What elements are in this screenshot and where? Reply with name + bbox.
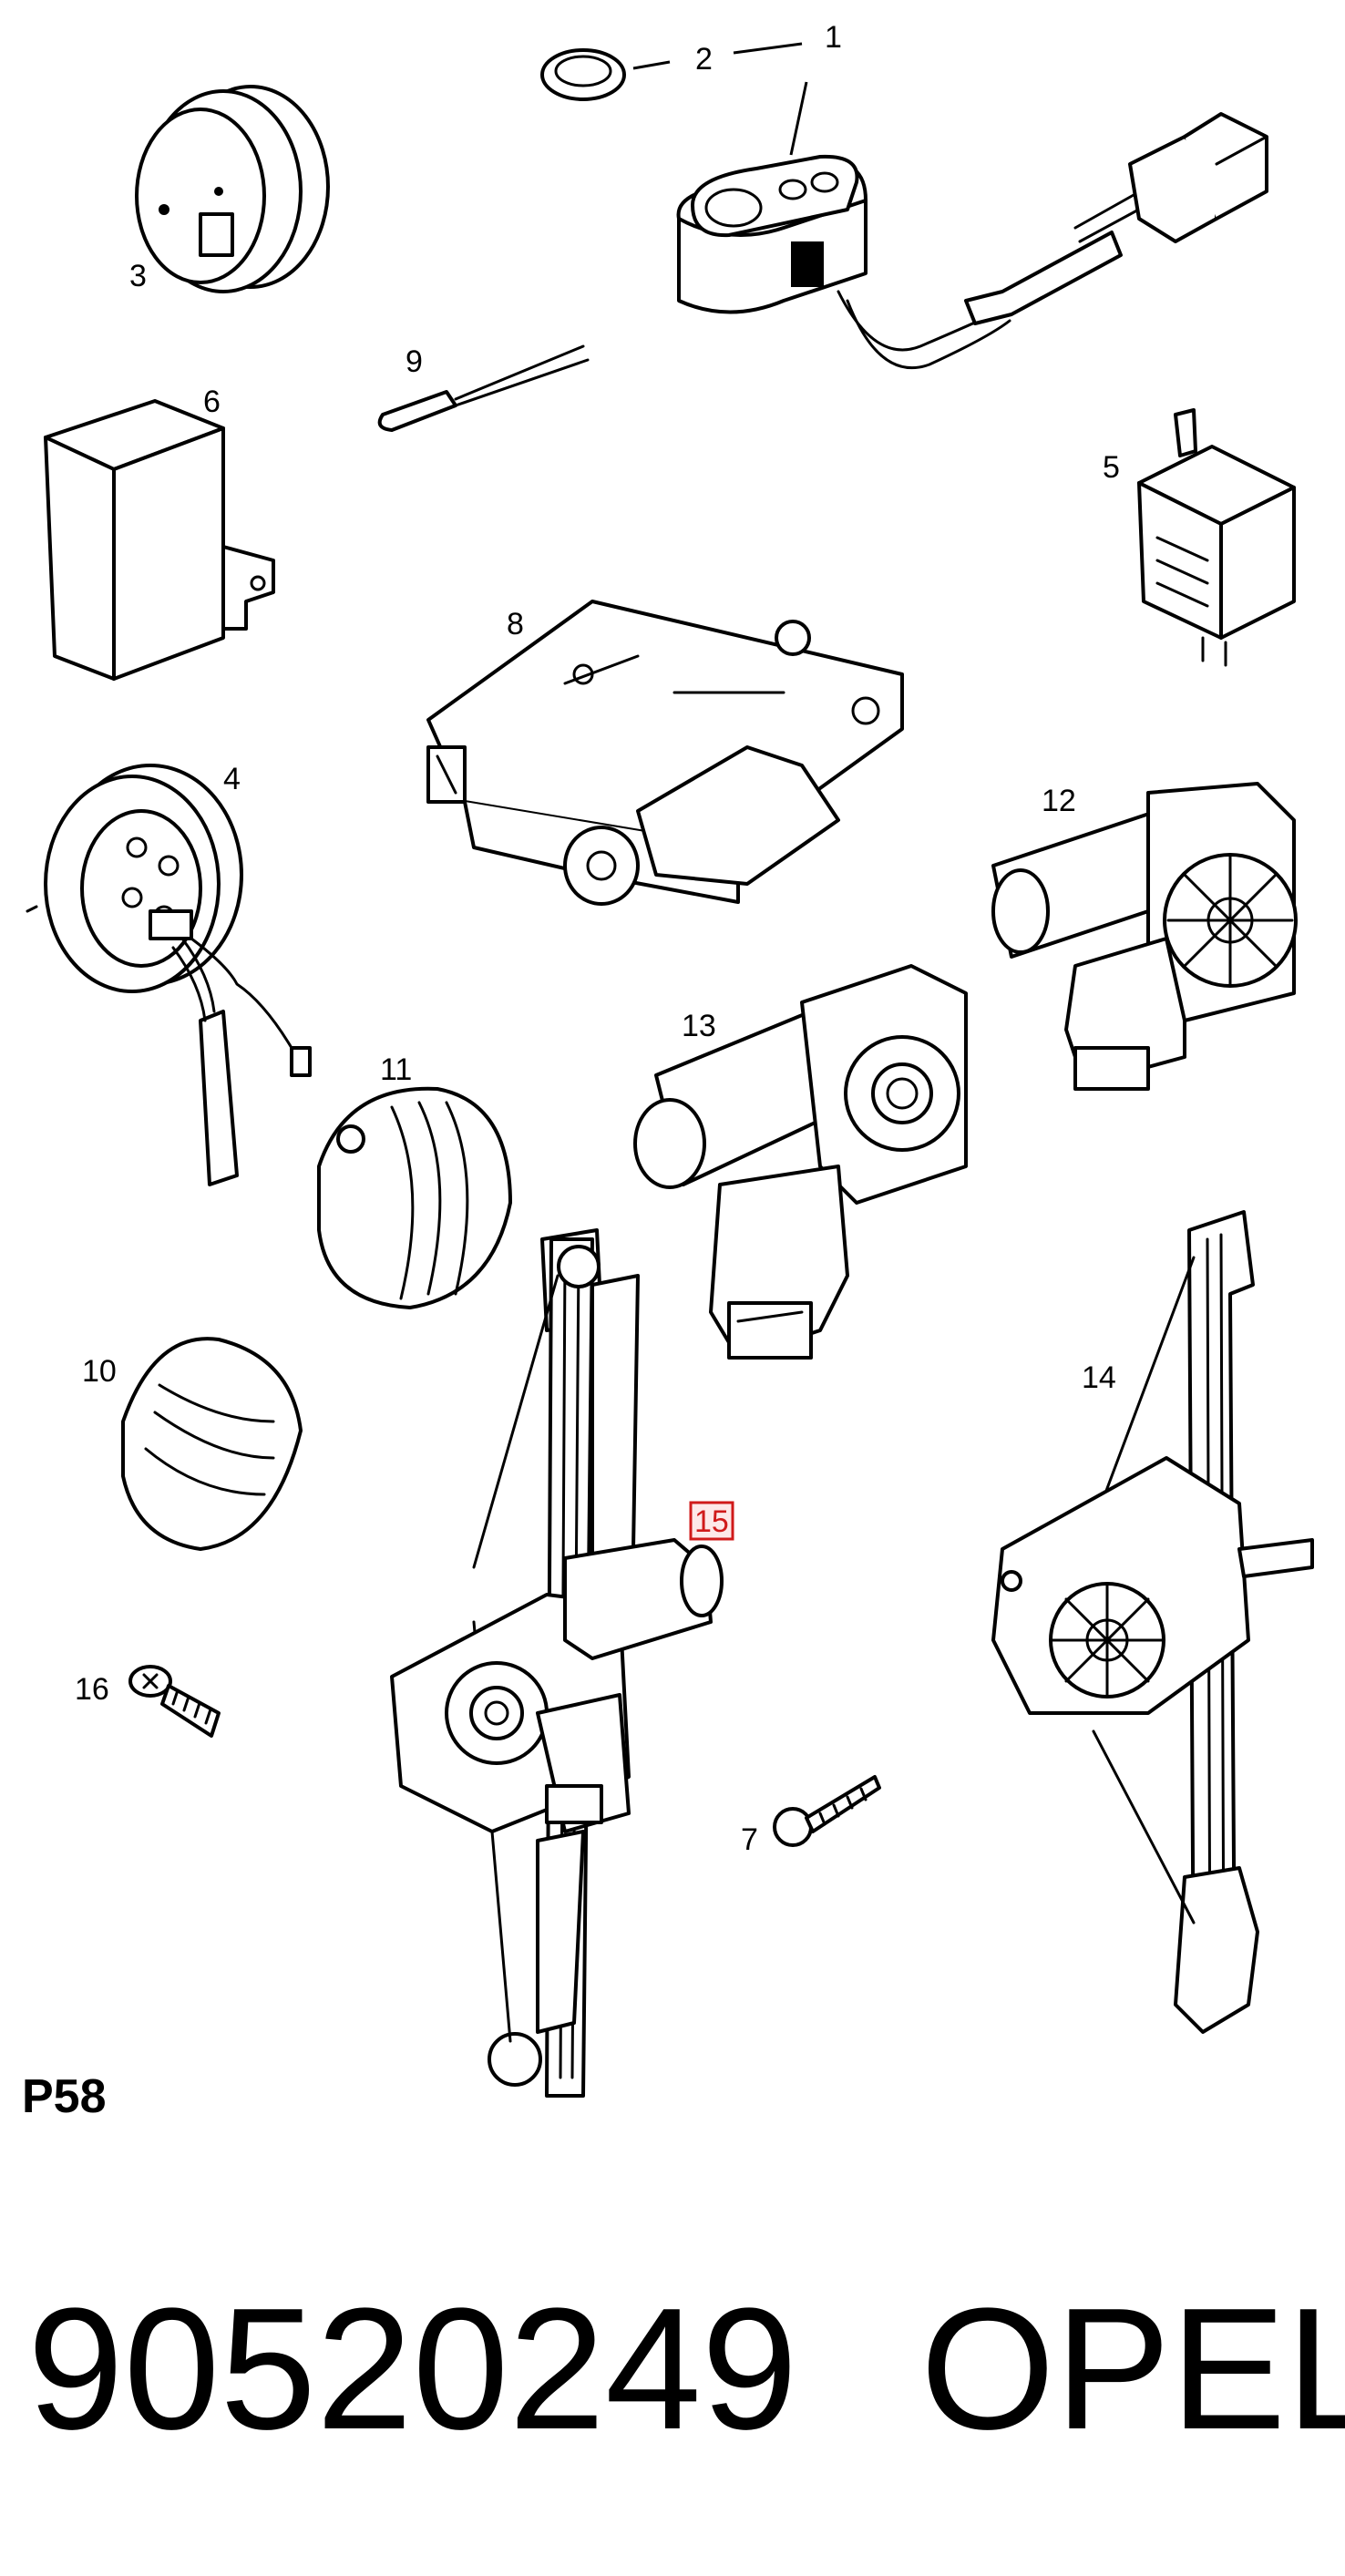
part-13-window-motor xyxy=(633,964,968,1360)
callout-9: 9 xyxy=(406,344,423,379)
part-7-bolt xyxy=(773,1775,881,1847)
part-10-knob xyxy=(121,1337,303,1551)
callout-15: 15 xyxy=(694,1504,729,1539)
brand-name: OPEL xyxy=(920,2273,1345,2466)
part-11-knob xyxy=(317,1086,512,1309)
part-number: 90520249 xyxy=(27,2273,797,2466)
callout-12: 12 xyxy=(1042,784,1076,818)
part-1-switch-assembly xyxy=(676,112,1268,370)
callout-10: 10 xyxy=(82,1354,117,1389)
plate-code: P58 xyxy=(22,2070,107,2123)
part-9-pin xyxy=(377,344,590,432)
part-4-round-unit-cable xyxy=(26,764,312,1186)
callout-6: 6 xyxy=(203,385,221,419)
callout-2: 2 xyxy=(695,42,713,77)
part-12-window-motor xyxy=(991,782,1298,1091)
callout-11: 11 xyxy=(380,1052,412,1087)
callout-16: 16 xyxy=(75,1672,109,1707)
part-8-actuator xyxy=(426,600,904,906)
callout-1: 1 xyxy=(825,20,842,55)
callout-5: 5 xyxy=(1103,450,1120,485)
callout-7: 7 xyxy=(741,1822,758,1857)
callout-15-highlighted[interactable]: 15 xyxy=(689,1501,734,1541)
callout-4: 4 xyxy=(223,762,241,796)
callout-8: 8 xyxy=(507,607,524,641)
part-2-cap xyxy=(540,48,626,101)
part-16-screw xyxy=(128,1665,221,1738)
part-3-round-unit xyxy=(135,85,330,293)
part-6-relay-box xyxy=(44,399,275,681)
callout-14: 14 xyxy=(1082,1360,1116,1395)
part-5-relay xyxy=(1137,408,1296,667)
callout-3: 3 xyxy=(129,259,147,293)
part-14-window-regulator xyxy=(991,1210,1314,2034)
part-15-window-regulator-motor xyxy=(390,1228,724,2098)
callout-13: 13 xyxy=(682,1009,716,1043)
